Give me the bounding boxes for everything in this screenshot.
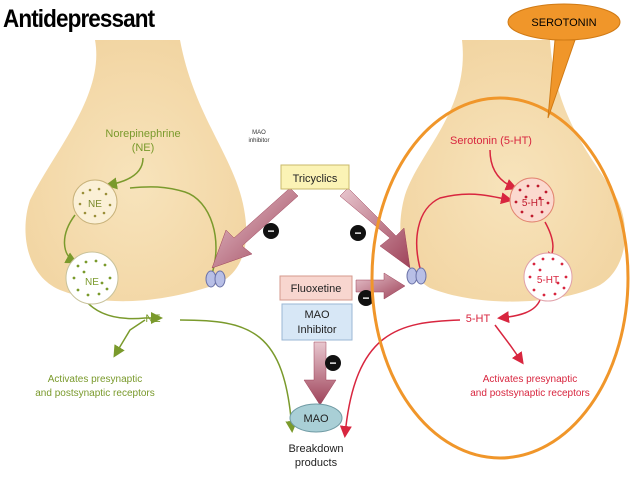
- serotonin-highlight-ellipse: [370, 96, 630, 460]
- mao-inhibitor-box: [281, 303, 353, 341]
- fluoxetine-block-arrow: [355, 272, 406, 300]
- fluoxetine-box: [279, 275, 353, 301]
- serotonin-reuptake-curve: [416, 192, 513, 279]
- ne-effect-label-2: and postsynaptic receptors: [35, 388, 155, 399]
- serotonin-vesicle-1-label: 5-HT: [522, 198, 544, 209]
- ne-synthesis-arrow: [105, 157, 144, 190]
- ne-released-label: NE: [145, 313, 160, 325]
- inhibit-badge-right: −: [350, 225, 366, 241]
- ne-dots-2: [72, 259, 112, 297]
- breakdown-label-2: products: [295, 457, 338, 469]
- svg-text:−: −: [267, 224, 274, 238]
- mao-inhibitor-small-label-2: inhibitor: [248, 138, 269, 144]
- serotonin-vesicle-2: [523, 252, 573, 302]
- inhibit-badge-fluoxetine: −: [358, 290, 374, 306]
- inhibit-badge-mao: −: [325, 355, 341, 371]
- tricyclics-right-block-arrow: [339, 187, 411, 269]
- serotonin-callout-label: SEROTONIN: [531, 17, 596, 29]
- serotonin-label: Serotonin (5-HT): [450, 135, 532, 147]
- mao-label: MAO: [303, 413, 329, 425]
- mao-inhibitor-small-label-1: MAO: [252, 130, 266, 136]
- svg-text:−: −: [362, 291, 369, 305]
- left-neuron-terminal: [25, 40, 247, 302]
- tricyclics-box: [280, 164, 350, 190]
- ne-vesicle-2-label: NE: [85, 277, 99, 288]
- serotonin-to-mao-arrow: [339, 319, 461, 438]
- ne-to-receptor-arrow: [113, 319, 146, 358]
- breakdown-label-1: Breakdown: [288, 443, 343, 455]
- mao-inhibitor-label-2: Inhibitor: [297, 324, 336, 336]
- ne-dots-1: [78, 187, 112, 218]
- mao-inhibitor-block-arrow: [303, 341, 337, 406]
- serotonin-release-arrow: [497, 299, 541, 324]
- norepinephrine-label-2: (NE): [132, 142, 155, 154]
- page-title: Antidepressant: [3, 5, 155, 33]
- fluoxetine-label: Fluoxetine: [291, 283, 342, 295]
- serotonin-vesicle-2-label: 5-HT: [537, 275, 559, 286]
- svg-text:−: −: [354, 226, 361, 240]
- serotonin-dots-2: [528, 257, 568, 297]
- right-neuron-terminal: [400, 40, 626, 302]
- ne-effect-label-1: Activates presynaptic: [48, 374, 143, 385]
- inhibit-badge-left: −: [263, 223, 279, 239]
- tricyclics-label: Tricyclics: [293, 173, 338, 185]
- serotonin-effect-label-1: Activates presynaptic: [483, 374, 578, 385]
- serotonin-transporter-b: [415, 267, 427, 285]
- svg-text:−: −: [329, 356, 336, 370]
- mao-enzyme: [289, 403, 343, 433]
- serotonin-released-label: 5-HT: [466, 313, 491, 325]
- serotonin-dots-1: [514, 184, 550, 218]
- ne-reuptake-loop: [84, 299, 163, 324]
- serotonin-synthesis-arrow: [489, 149, 518, 191]
- serotonin-vesicle-1: [509, 177, 555, 223]
- norepinephrine-label-1: Norepinephrine: [105, 128, 180, 140]
- ne-vesicle-cycle-arrow: [63, 214, 78, 264]
- ne-to-mao-arrow: [179, 319, 298, 433]
- ne-reuptake-curve: [129, 186, 217, 281]
- tricyclics-left-block-arrow: [211, 187, 299, 269]
- serotonin-effect-label-2: and postsynaptic receptors: [470, 388, 590, 399]
- ne-transporter-b: [214, 270, 226, 288]
- ne-vesicle-1-label: NE: [88, 199, 102, 210]
- mao-inhibitor-label-1: MAO: [304, 309, 330, 321]
- serotonin-to-receptor-arrow: [494, 324, 524, 365]
- serotonin-callout-bubble: [507, 3, 621, 41]
